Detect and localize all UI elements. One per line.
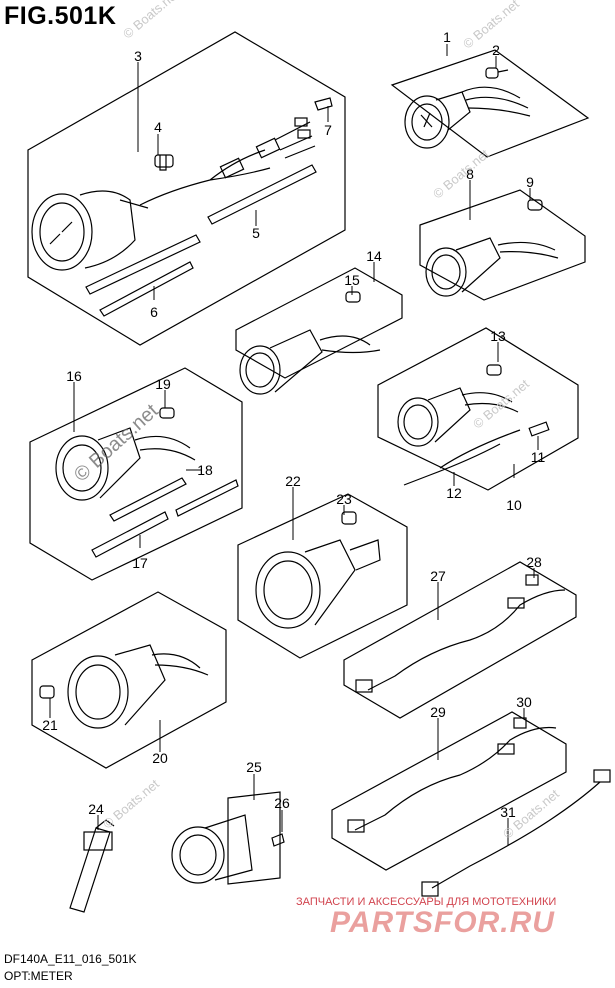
callout-19: 19	[155, 376, 171, 392]
panel-meter-16	[29, 367, 243, 581]
panel-meter-10	[377, 327, 579, 491]
callout-12: 12	[446, 485, 462, 501]
panel-meter-1	[390, 49, 590, 158]
leader-lines	[49, 44, 539, 846]
callout-8: 8	[466, 166, 474, 182]
callout-29: 29	[430, 704, 446, 720]
callout-1: 1	[443, 29, 451, 45]
panel-meter-20	[31, 591, 227, 769]
watermark-ru-logo: PARTSFOR.RU	[330, 906, 555, 939]
callout-16: 16	[66, 368, 82, 384]
section-label: OPT:METER	[4, 969, 73, 983]
callout-28: 28	[526, 554, 542, 570]
model-code: DF140A_E11_016_501K	[4, 952, 137, 966]
callout-10: 10	[506, 497, 522, 513]
callout-3: 3	[134, 48, 142, 64]
callout-9: 9	[526, 174, 534, 190]
callout-14: 14	[366, 248, 382, 264]
bracket-24	[69, 819, 115, 913]
panel-meter-22	[237, 493, 408, 659]
callout-22: 22	[285, 473, 301, 489]
callout-15: 15	[344, 272, 360, 288]
callout-18: 18	[197, 462, 213, 478]
callout-7: 7	[324, 122, 332, 138]
callout-24: 24	[88, 801, 104, 817]
callout-21: 21	[42, 717, 58, 733]
panel-meter-8	[419, 189, 586, 301]
watermark-ru-text: ЗАПЧАСТИ И АКСЕССУАРЫ ДЛЯ МОТОТЕХНИКИ	[296, 896, 557, 908]
figure-title: FIG.501K	[4, 2, 117, 30]
callout-17: 17	[132, 555, 148, 571]
callout-23: 23	[336, 491, 352, 507]
callout-20: 20	[152, 750, 168, 766]
callout-26: 26	[274, 795, 290, 811]
panel-harness-27	[343, 561, 577, 719]
callout-4: 4	[154, 119, 162, 135]
callout-2: 2	[492, 42, 500, 58]
callout-5: 5	[252, 225, 260, 241]
callout-30: 30	[516, 694, 532, 710]
harness-31	[421, 769, 611, 897]
cover-25	[171, 791, 285, 885]
panel-meter-14	[235, 267, 403, 395]
callout-27: 27	[430, 568, 446, 584]
callout-31: 31	[500, 804, 516, 820]
callout-13: 13	[490, 328, 506, 344]
callout-11: 11	[530, 449, 546, 465]
panel-meter-3	[27, 31, 346, 346]
panel-harness-29	[331, 711, 567, 871]
callout-25: 25	[246, 759, 262, 775]
callout-6: 6	[150, 304, 158, 320]
